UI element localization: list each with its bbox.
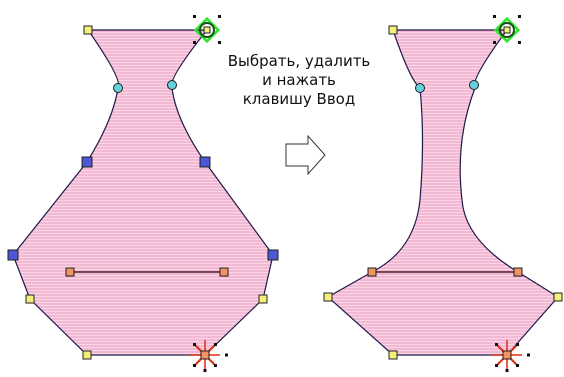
start-point-icon[interactable] — [493, 15, 521, 44]
caption-line-1: Выбрать, удалить — [227, 52, 371, 70]
node-blue[interactable] — [81, 156, 93, 168]
node-blue[interactable] — [267, 249, 279, 261]
node-blue[interactable] — [199, 156, 211, 168]
node-cyan[interactable] — [113, 83, 123, 93]
node-yellow[interactable] — [388, 25, 398, 35]
start-point-icon[interactable] — [193, 15, 221, 44]
node-yellow[interactable] — [258, 294, 268, 304]
node-yellow[interactable] — [388, 350, 398, 360]
node-cyan[interactable] — [415, 83, 425, 93]
vase-before — [7, 15, 279, 372]
end-point-icon[interactable] — [492, 340, 530, 372]
node-yellow[interactable] — [83, 25, 93, 35]
node-orange[interactable] — [513, 267, 523, 277]
instruction-caption: Выбрать, удалить и нажать клавишу Ввод — [214, 52, 384, 109]
node-orange[interactable] — [65, 267, 75, 277]
right-arrow-icon — [285, 134, 326, 176]
vase-after — [323, 15, 563, 372]
caption-line-2: и нажать — [262, 71, 336, 89]
node-orange[interactable] — [219, 267, 229, 277]
node-yellow[interactable] — [82, 350, 92, 360]
node-yellow[interactable] — [25, 294, 35, 304]
node-blue[interactable] — [7, 249, 19, 261]
node-cyan[interactable] — [469, 80, 479, 90]
node-yellow[interactable] — [553, 292, 563, 302]
node-yellow[interactable] — [323, 292, 333, 302]
node-orange[interactable] — [367, 267, 377, 277]
node-cyan[interactable] — [167, 80, 177, 90]
caption-line-3: клавишу Ввод — [242, 90, 356, 108]
end-point-icon[interactable] — [190, 340, 228, 372]
